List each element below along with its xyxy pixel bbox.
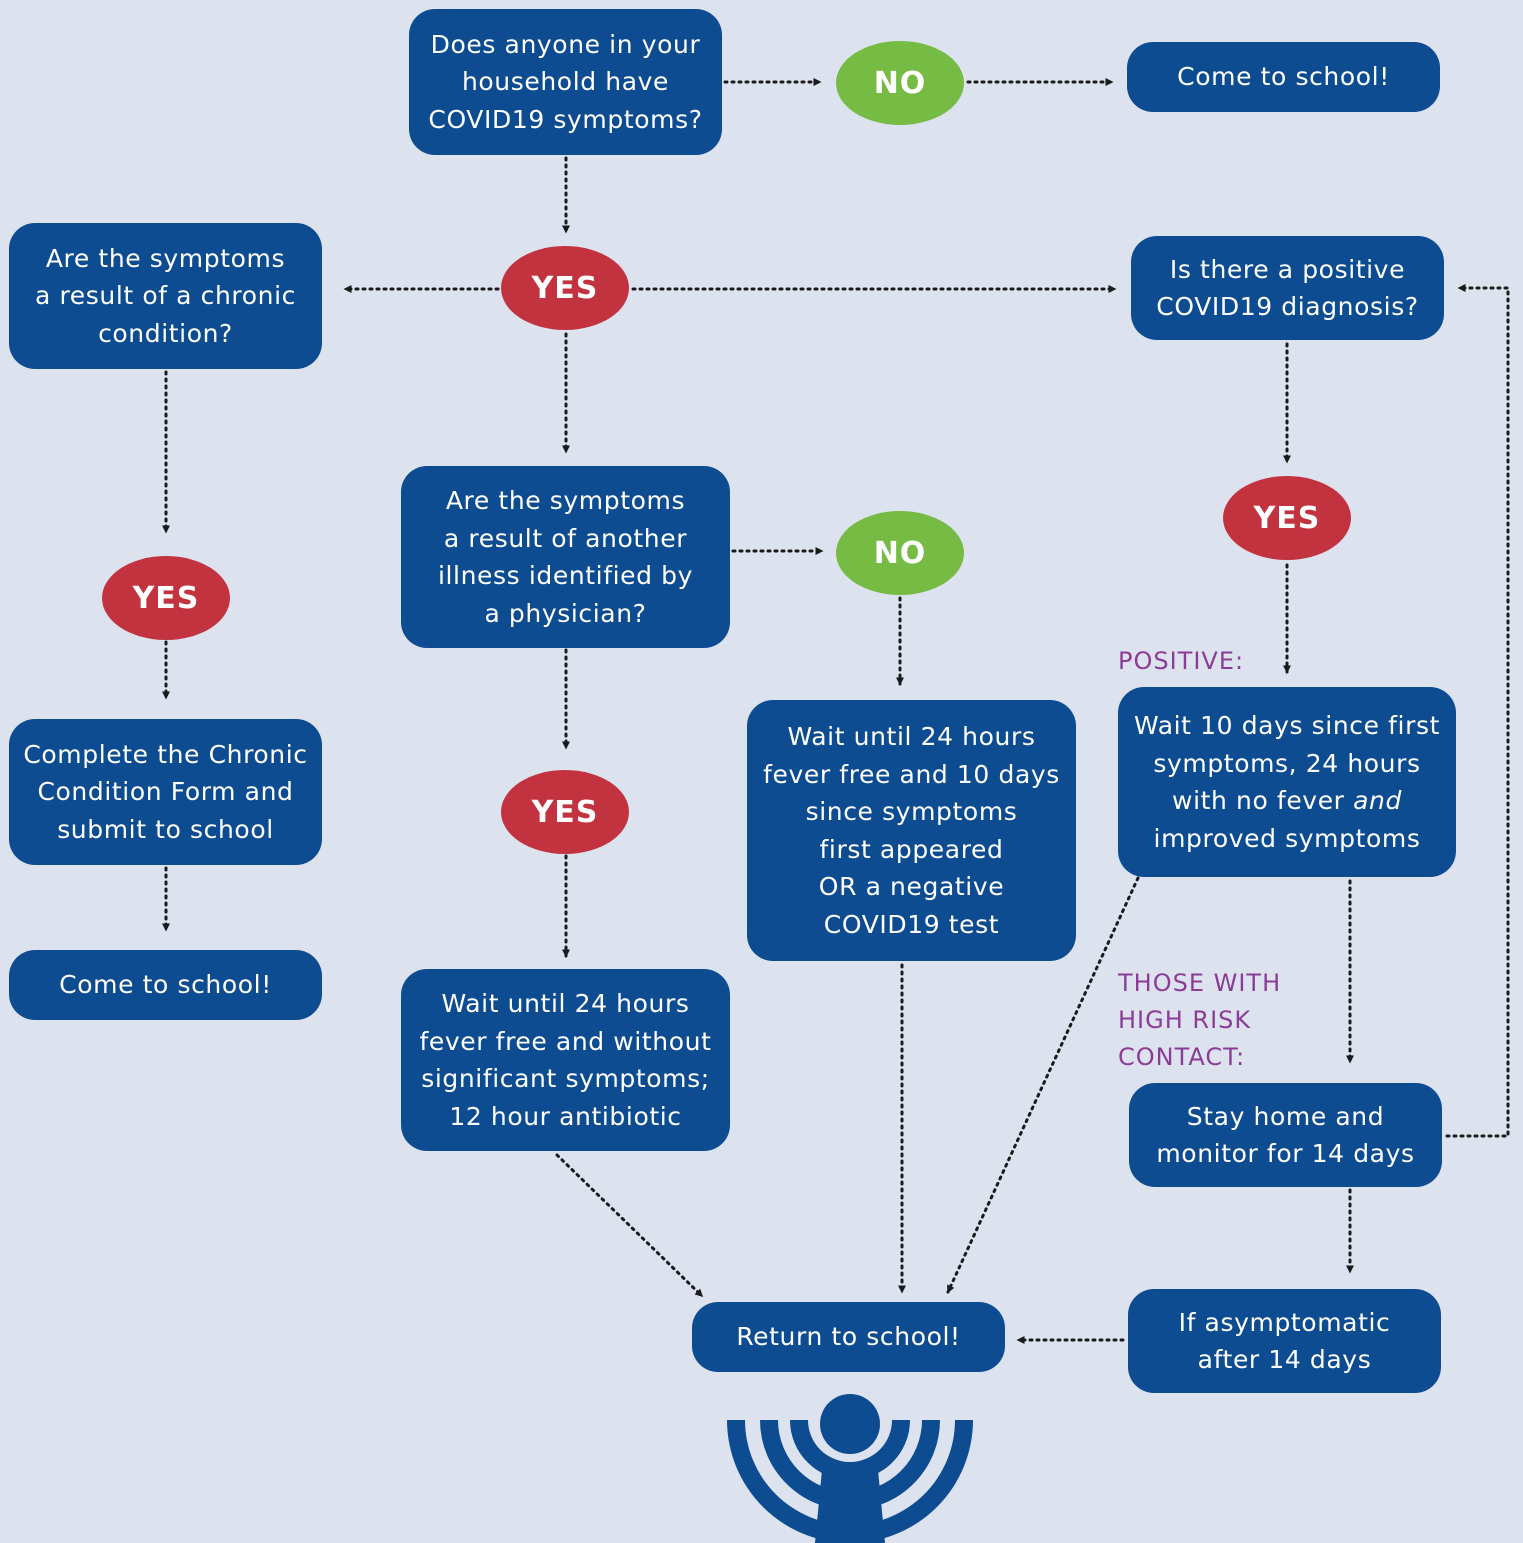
chronic-condition-question: Are the symptoms a result of a chronic c…	[9, 223, 322, 369]
person-with-arcs-logo	[727, 1394, 973, 1543]
yes-oval-chronic: YES	[102, 556, 230, 640]
connector-antibiotic-to-return	[555, 1153, 704, 1298]
wait-antibiotic: Wait until 24 hours fever free and witho…	[401, 969, 730, 1151]
positive-label: POSITIVE:	[1118, 647, 1245, 675]
connector-wait-10-to-return	[946, 876, 1140, 1294]
come-to-school-top: Come to school!	[1127, 42, 1440, 112]
yes-oval-positive: YES	[1223, 476, 1351, 560]
high-risk-contact-label: THOSE WITH HIGH RISK CONTACT:	[1118, 969, 1282, 1071]
wait-negative-test: Wait until 24 hours fever free and 10 da…	[747, 700, 1076, 961]
complete-chronic-form: Complete the Chronic Condition Form and …	[9, 719, 322, 865]
wait-10-days: Wait 10 days since first symptoms, 24 ho…	[1118, 687, 1456, 877]
stay-home-monitor: Stay home and monitor for 14 days	[1129, 1083, 1442, 1187]
emphasis-and: and	[1353, 786, 1402, 815]
asymptomatic-after-14-days: If asymptomatic after 14 days	[1128, 1289, 1441, 1393]
other-illness-question: Are the symptoms a result of another ill…	[401, 466, 730, 648]
return-to-school: Return to school!	[692, 1302, 1005, 1372]
positive-diagnosis-question: Is there a positive COVID19 diagnosis?	[1131, 236, 1444, 340]
household-symptoms-question: Does anyone in your household have COVID…	[409, 9, 722, 155]
yes-oval-main: YES	[501, 246, 629, 330]
no-oval-top: NO	[836, 41, 964, 125]
no-oval-mid: NO	[836, 511, 964, 595]
connector-stay-home-loop-to-positive	[1445, 284, 1510, 1138]
come-to-school-left: Come to school!	[9, 950, 322, 1020]
yes-oval-illness: YES	[501, 770, 629, 854]
